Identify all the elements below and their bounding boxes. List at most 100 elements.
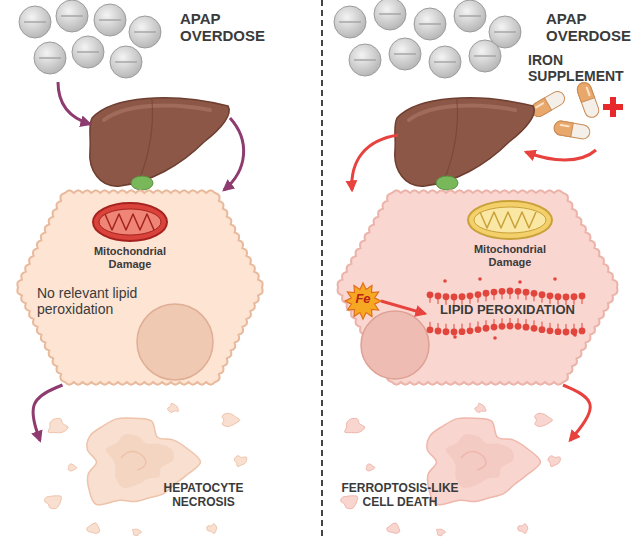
flow-arrow — [352, 135, 398, 190]
node-outline — [40, 400, 255, 535]
hepatocyte-cell: No relevant lipid peroxidation Mitochondr… — [15, 190, 265, 385]
lipid-head — [427, 326, 434, 333]
pill-tablet — [129, 16, 161, 48]
liver-organ — [90, 98, 229, 190]
lipid-tail — [542, 298, 543, 303]
pill-tablet — [469, 40, 501, 72]
lipid-head — [515, 323, 522, 330]
mitochondrion-inner — [99, 209, 161, 235]
cell-nucleus — [361, 311, 429, 379]
debris-fragment — [475, 403, 486, 412]
lipid-head — [515, 288, 522, 295]
liver-organ — [395, 98, 534, 190]
pill-tablet — [94, 4, 126, 36]
debris-fragment — [387, 523, 400, 533]
debris-fragment — [548, 456, 560, 467]
cell-nucleus — [137, 304, 213, 380]
lipid-tail — [526, 319, 527, 324]
lipid-tail — [582, 323, 583, 328]
lipid-head — [483, 290, 490, 297]
lipid-head — [435, 293, 442, 300]
dose-label: APAP OVERDOSE — [180, 10, 280, 45]
debris-fragment — [366, 464, 375, 471]
necrotic-debris: HEPATOCYTE NECROSIS — [40, 400, 255, 535]
radical-dot — [553, 277, 557, 281]
lipid-head — [435, 328, 442, 335]
lipid-tail — [430, 322, 431, 327]
lipid-tail — [518, 318, 519, 323]
lipid-tail — [502, 294, 503, 299]
debris-fragment — [436, 529, 445, 535]
capsule — [553, 120, 591, 140]
dose-label: APAP OVERDOSE — [546, 10, 640, 45]
organelle-label: Mitochondrial Damage — [90, 245, 170, 270]
lipid-head — [523, 324, 530, 331]
lipid-head — [555, 328, 562, 335]
cell-note: No relevant lipid peroxidation — [37, 285, 167, 317]
lipid-head — [491, 289, 498, 296]
pill-tablet — [56, 0, 88, 32]
lipid-head — [531, 325, 538, 332]
mitochondrion-cristae — [105, 214, 154, 230]
lipid-head — [443, 293, 450, 300]
lipid-tail — [566, 324, 567, 329]
lipid-head — [499, 288, 506, 295]
lipid-tail — [534, 296, 535, 301]
debris-fragment — [106, 434, 174, 488]
lipid-head — [507, 323, 514, 330]
capsule — [575, 81, 600, 120]
lipid-head — [547, 327, 554, 334]
iron-label: Fe — [345, 292, 381, 307]
pill-tablet — [72, 36, 104, 68]
lipid-tail — [558, 324, 559, 329]
lipid-tail — [470, 323, 471, 328]
flow-arrow — [33, 385, 62, 441]
iron-burst: Fe — [345, 283, 381, 319]
outcome-label: FERROPTOSIS-LIKE CELL DEATH — [335, 482, 465, 510]
debris-fragment — [48, 418, 68, 432]
lipid-head — [507, 288, 514, 295]
pill-tablet — [389, 38, 421, 70]
mitochondrion-outer — [468, 201, 552, 239]
debris-fragment — [68, 464, 77, 471]
lipid-tail — [486, 296, 487, 301]
lipid-head — [539, 326, 546, 333]
lipid-tail — [526, 295, 527, 300]
lipid-head — [467, 292, 474, 299]
radical-dot — [453, 335, 457, 339]
debris-swirl — [121, 451, 146, 470]
pill-tablet — [454, 0, 486, 32]
lipid-tail — [502, 318, 503, 323]
flow-arrow — [526, 150, 596, 160]
lipid-head — [475, 291, 482, 298]
organelle-label: Mitochondrial Damage — [465, 243, 555, 268]
pill-cluster — [334, 0, 521, 78]
lipid-tail — [574, 324, 575, 329]
cell-membrane — [17, 190, 262, 384]
lipid-tail — [510, 294, 511, 299]
mitochondrion-inner — [474, 207, 546, 233]
cell-membrane — [338, 190, 618, 384]
lipid-head — [427, 291, 434, 298]
lipid-tail — [438, 323, 439, 328]
pill-tablet — [429, 46, 461, 78]
flow-arrow — [224, 118, 244, 190]
lipid-tail — [446, 324, 447, 329]
debris-fragment — [234, 456, 246, 467]
pill-tablet — [334, 6, 366, 38]
lipid-head — [563, 294, 570, 301]
flow-arrow — [58, 82, 90, 124]
debris-fragment — [535, 413, 553, 426]
debris-fragment — [446, 434, 514, 488]
lipid-head — [467, 327, 474, 334]
capsule-cluster — [529, 81, 601, 140]
cell-debris — [341, 403, 561, 535]
pill-tablet — [374, 0, 406, 30]
lipid-tail — [486, 320, 487, 325]
lipid-head — [555, 293, 562, 300]
lipid-head — [483, 325, 490, 332]
mitochondrion: Mitochondrial Damage — [465, 198, 555, 278]
lipid-head — [523, 289, 530, 296]
radical-dot — [518, 280, 522, 284]
debris-fragment — [518, 524, 528, 534]
